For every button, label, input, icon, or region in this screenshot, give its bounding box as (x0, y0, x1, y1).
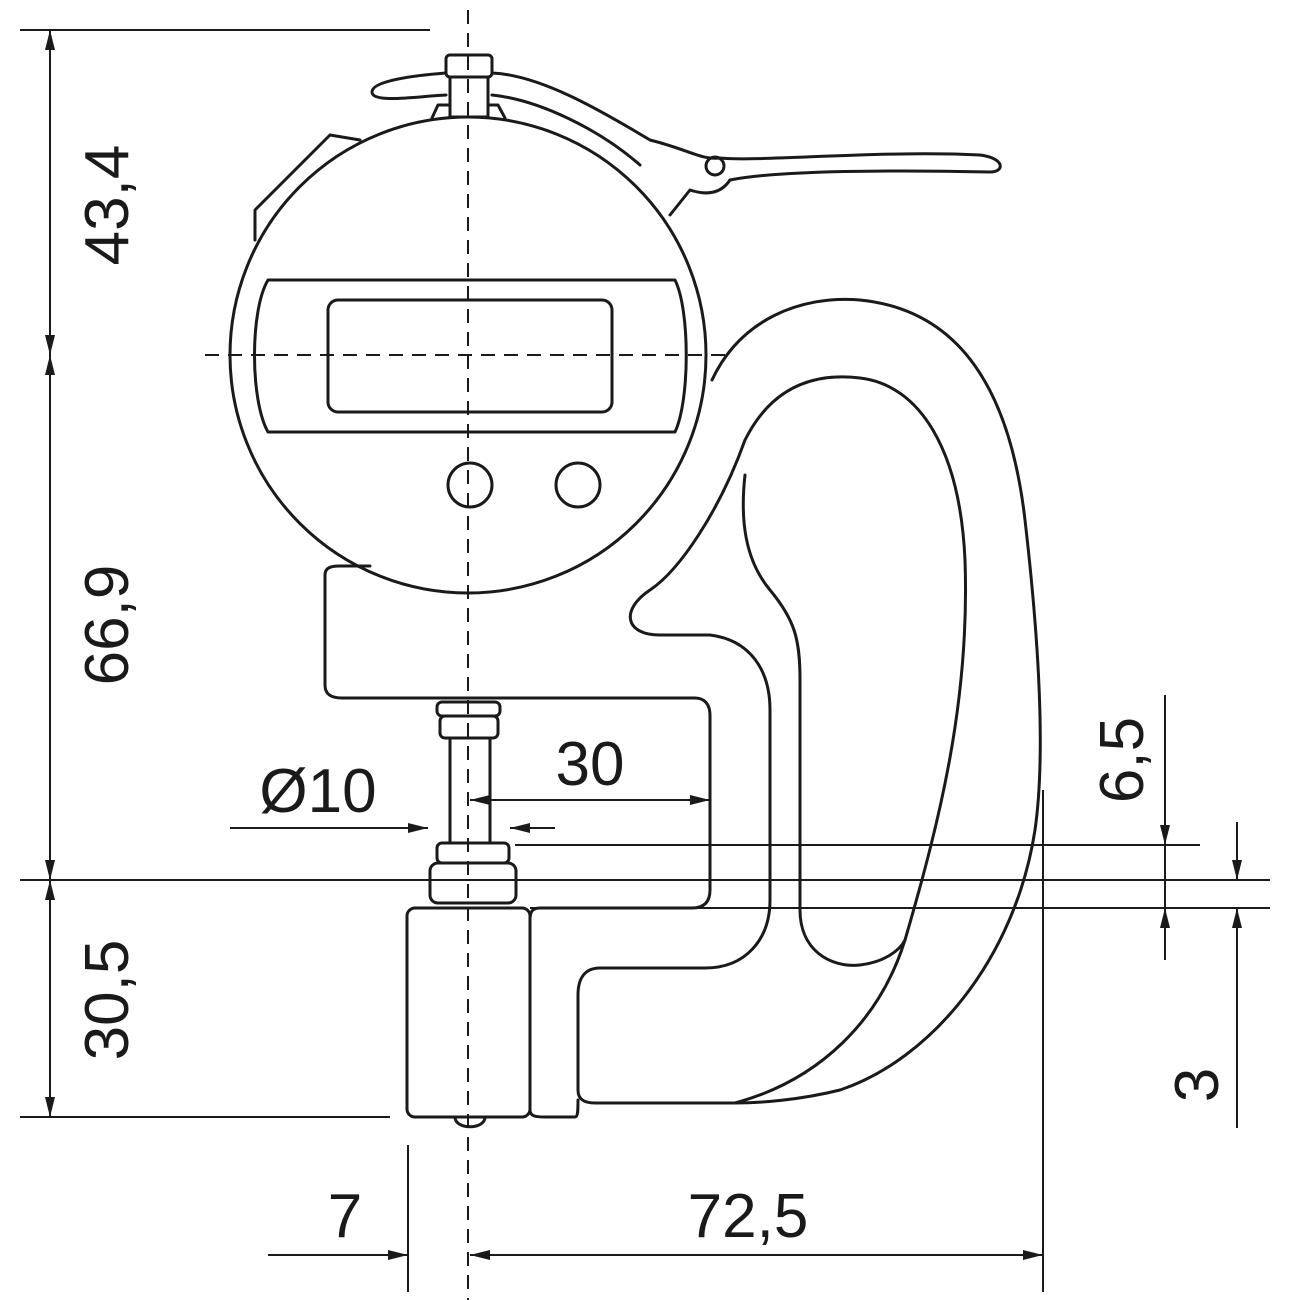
anvil-tip (453, 1115, 487, 1129)
dim-label-30: 30 (556, 730, 625, 799)
gauge-frame (323, 297, 1042, 1119)
dim-label-3: 3 (1163, 1068, 1232, 1102)
dim-label-72-5: 72,5 (688, 1182, 809, 1251)
dim-label-43-4: 43,4 (73, 145, 142, 266)
dim-label-30-5: 30,5 (73, 940, 142, 1061)
button-right[interactable] (554, 461, 602, 509)
button-left[interactable] (446, 461, 494, 509)
dim-label-diameter: Ø10 (259, 757, 376, 826)
dim-label-66-9: 66,9 (73, 565, 142, 686)
dim-label-7: 7 (328, 1182, 362, 1251)
lcd-display (326, 298, 614, 414)
spindle (428, 700, 518, 905)
extension-lines (20, 29, 1270, 1292)
lifting-lever[interactable] (370, 53, 1002, 217)
lever-pivot (704, 155, 726, 177)
dim-label-6-5: 6,5 (1088, 717, 1157, 803)
anvil-block (405, 906, 532, 1119)
